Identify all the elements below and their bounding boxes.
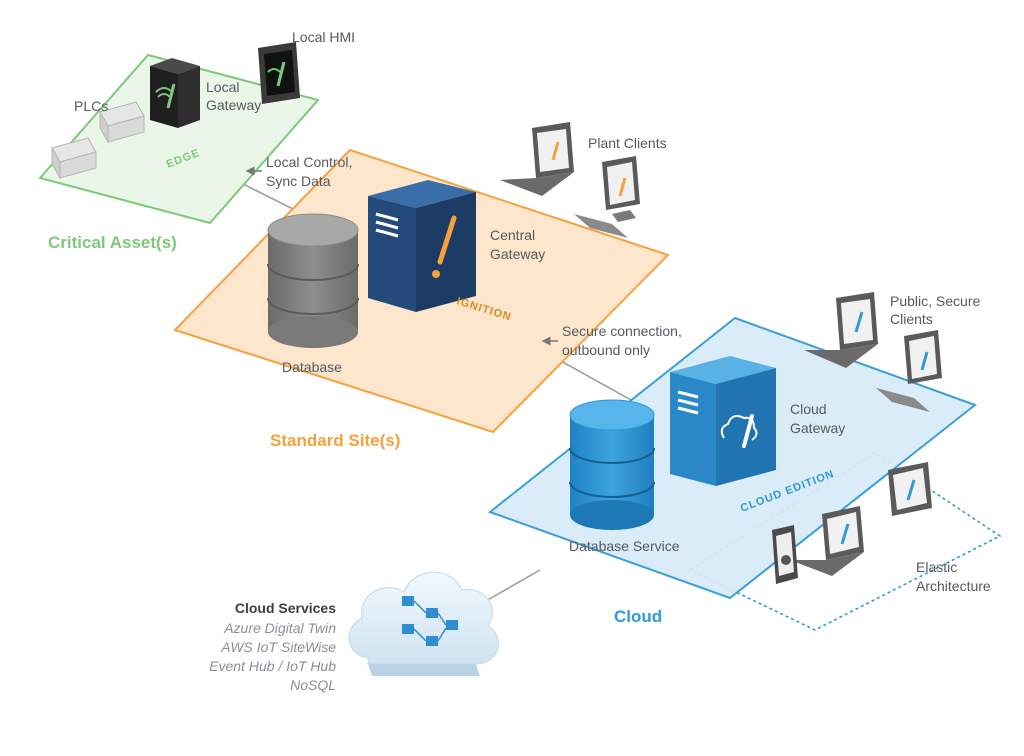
edge-platform: [38, 53, 320, 225]
plant-client-laptop-icon: [500, 122, 574, 196]
plcs-label: PLCs: [74, 98, 108, 114]
database-service-icon: [569, 399, 655, 530]
cloud-service-item: NoSQL: [290, 677, 336, 693]
local-control-label: Local Control,Sync Data: [266, 154, 352, 189]
database-icon: [267, 213, 359, 348]
standard-site-zone: [173, 122, 670, 434]
cloud-services-icon: [348, 571, 499, 676]
local-gateway-icon: [150, 58, 200, 128]
cloud-gateway-server-icon: [670, 356, 776, 486]
plant-clients-label: Plant Clients: [588, 135, 667, 151]
plc-icon: [51, 101, 145, 180]
database-label: Database: [282, 359, 342, 375]
elastic-client-devices-icon: [772, 462, 932, 584]
central-gateway-server-icon: [368, 180, 476, 312]
edge-zone: [38, 42, 320, 225]
public-client-desktop-icon: [876, 330, 942, 412]
cloud-service-item: AWS IoT SiteWise: [220, 639, 336, 655]
cloud-services-title: Cloud Services: [235, 600, 336, 616]
cloud-title: Cloud: [614, 607, 662, 626]
cloud-service-item: Azure Digital Twin: [223, 620, 336, 636]
cloud-service-item: Event Hub / IoT Hub: [209, 658, 336, 674]
cloud-zone: [487, 292, 1002, 631]
plant-client-desktop-icon: [574, 156, 640, 238]
local-hmi-label: Local HMI: [292, 29, 355, 45]
critical-assets-title: Critical Asset(s): [48, 233, 177, 252]
secure-connection-label: Secure connection,outbound only: [562, 323, 682, 358]
database-service-label: Database Service: [569, 538, 680, 554]
standard-sites-title: Standard Site(s): [270, 431, 400, 450]
public-client-laptop-icon: [804, 292, 878, 368]
local-hmi-icon: [258, 42, 300, 104]
